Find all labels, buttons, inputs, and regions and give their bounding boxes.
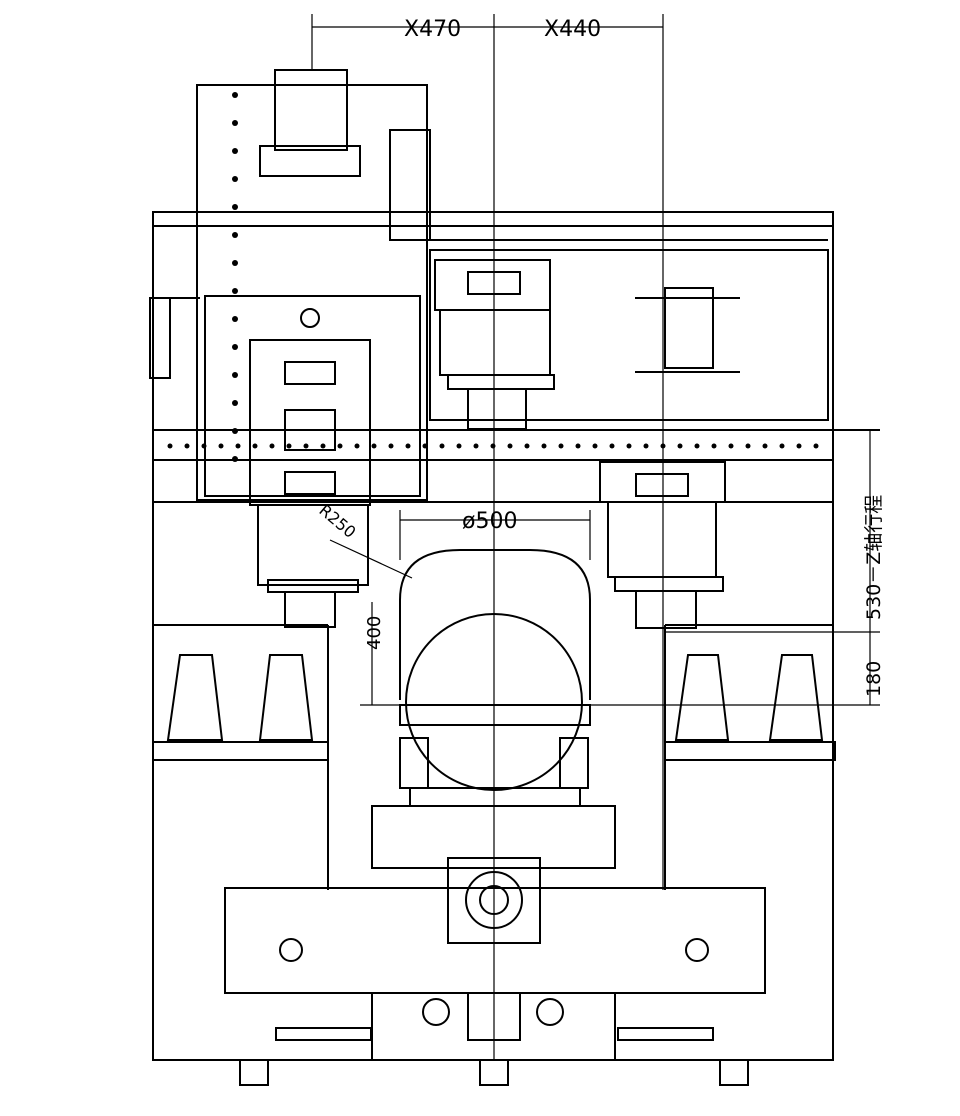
rail-bolt — [303, 443, 309, 449]
x-dimension-lines — [311, 14, 664, 1060]
column-bolt — [232, 456, 238, 462]
column-bolt — [232, 148, 238, 154]
rail-bolt — [524, 443, 530, 449]
rail-bolt — [320, 443, 326, 449]
rail-bolt — [218, 443, 224, 449]
rail-dots — [167, 92, 819, 462]
dim-400: 400 — [364, 616, 385, 650]
rail-bolt — [439, 443, 445, 449]
column-bolt — [232, 316, 238, 322]
left-column — [196, 69, 431, 628]
rail-bolt — [354, 443, 360, 449]
rail-bolt — [337, 443, 343, 449]
rail-bolt — [507, 443, 513, 449]
rail-bolt — [609, 443, 615, 449]
rail-bolt — [473, 443, 479, 449]
dim-lines — [329, 430, 880, 706]
dim-x440: X440 — [544, 17, 601, 42]
cross-beam — [149, 211, 880, 503]
rail-bolt — [660, 443, 666, 449]
rail-bolt — [252, 443, 258, 449]
machine-base — [152, 500, 836, 1086]
column-bolt — [232, 92, 238, 98]
rail-bolt — [490, 443, 496, 449]
column-bolt — [232, 400, 238, 406]
rail-bolt — [541, 443, 547, 449]
rail-bolt — [779, 443, 785, 449]
center-spindle — [434, 259, 555, 430]
rail-bolt — [677, 443, 683, 449]
rail-bolt — [371, 443, 377, 449]
rail-bolt — [796, 443, 802, 449]
rail-bolt — [643, 443, 649, 449]
column-bolt — [232, 120, 238, 126]
dim-z-travel: 530－Z轴行程 — [863, 495, 885, 620]
column-bolt — [232, 204, 238, 210]
rail-bolt — [388, 443, 394, 449]
rail-bolt — [813, 443, 819, 449]
rail-bolt — [592, 443, 598, 449]
dim-180: 180 — [863, 661, 885, 697]
column-bolt — [232, 260, 238, 266]
right-spindle — [599, 287, 740, 629]
rail-bolt — [745, 443, 751, 449]
rail-bolt — [456, 443, 462, 449]
column-bolt — [232, 428, 238, 434]
rail-bolt — [167, 443, 173, 449]
rail-bolt — [184, 443, 190, 449]
column-bolt — [232, 344, 238, 350]
dim-table-diameter: ø500 — [462, 509, 517, 534]
column-bolt — [232, 232, 238, 238]
rail-bolt — [626, 443, 632, 449]
rail-bolt — [405, 443, 411, 449]
rail-bolt — [558, 443, 564, 449]
rail-bolt — [286, 443, 292, 449]
column-bolt — [232, 288, 238, 294]
rail-bolt — [575, 443, 581, 449]
dim-x470: X470 — [404, 17, 461, 42]
dim-radius: R250 — [315, 501, 359, 542]
rail-bolt — [235, 443, 241, 449]
column-bolt — [232, 176, 238, 182]
rail-bolt — [711, 443, 717, 449]
rail-bolt — [694, 443, 700, 449]
rail-bolt — [728, 443, 734, 449]
rotary-table — [360, 549, 620, 944]
rail-bolt — [762, 443, 768, 449]
column-bolt — [232, 372, 238, 378]
rail-bolt — [269, 443, 275, 449]
